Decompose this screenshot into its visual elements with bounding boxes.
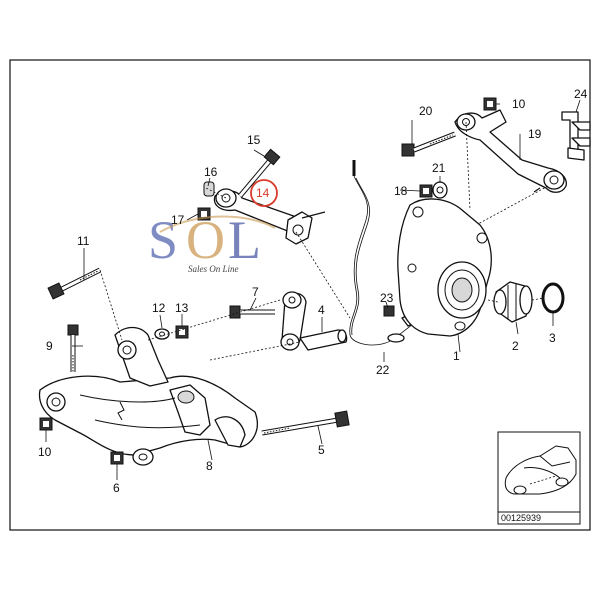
nut-6 [110,451,124,465]
abs-sensor-cable-22 [349,160,419,346]
callout-14: 14 [256,186,270,200]
bushing-16 [203,181,215,197]
snap-ring-3 [541,282,565,314]
thumbnail-ref-number: 00125939 [501,513,541,523]
callout-17: 17 [171,213,185,227]
upper-wishbone-19 [454,109,567,193]
callout-23: 23 [380,291,394,305]
callout-2: 2 [512,339,519,353]
bracket-24 [561,111,591,161]
callout-1: 1 [453,349,460,363]
highlight-circle-14 [250,179,278,207]
callout-15: 15 [247,133,261,147]
lower-link-arm [280,291,307,351]
wheel-carrier-1 [397,198,492,337]
callout-5: 5 [318,443,325,457]
nut-10-left [39,417,53,431]
callout-19: 19 [528,127,542,141]
upper-arm-14 [213,188,326,245]
nut-13 [175,325,189,339]
callout-9: 9 [46,339,53,353]
callout-12: 12 [152,301,166,315]
callout-18: 18 [394,184,408,198]
callout-6: 6 [113,481,120,495]
watermark-logo: S O L Sales On Line [148,210,276,274]
bolt-7 [229,305,275,319]
callout-21: 21 [432,161,446,175]
callout-numbers: 1 2 3 4 5 6 7 8 9 10 10 11 12 13 14 15 1… [38,87,588,495]
vehicle-thumbnail: 00125939 [497,431,581,525]
callout-10-left: 10 [38,445,52,459]
callout-7: 7 [252,285,259,299]
diagram-frame [9,59,591,531]
assembly-guide-lines [147,121,549,361]
drive-flange-2 [493,281,533,323]
callout-10-top: 10 [512,97,526,111]
callout-20: 20 [419,104,433,118]
logo-tagline: Sales On Line [188,264,239,274]
callout-13: 13 [175,301,189,315]
bolt-5 [261,410,350,436]
bolt-15 [238,148,281,198]
callout-leaders [45,99,581,480]
callout-22: 22 [376,363,390,377]
callout-16: 16 [204,165,218,179]
nut-10-top [483,97,497,111]
bolt-9 [67,324,79,372]
bushing-21 [432,181,448,199]
callout-11: 11 [77,234,90,248]
rear-subframe [38,326,258,466]
logo-letter-s: S [148,210,178,270]
nut-18 [419,184,433,198]
callout-3: 3 [549,331,556,345]
sleeve-4 [299,329,348,351]
bolt-11 [47,267,123,341]
bolt-20 [401,131,456,157]
callout-24: 24 [574,87,588,101]
car-silhouette [504,445,577,495]
callout-8: 8 [206,459,213,473]
callout-4: 4 [318,303,325,317]
